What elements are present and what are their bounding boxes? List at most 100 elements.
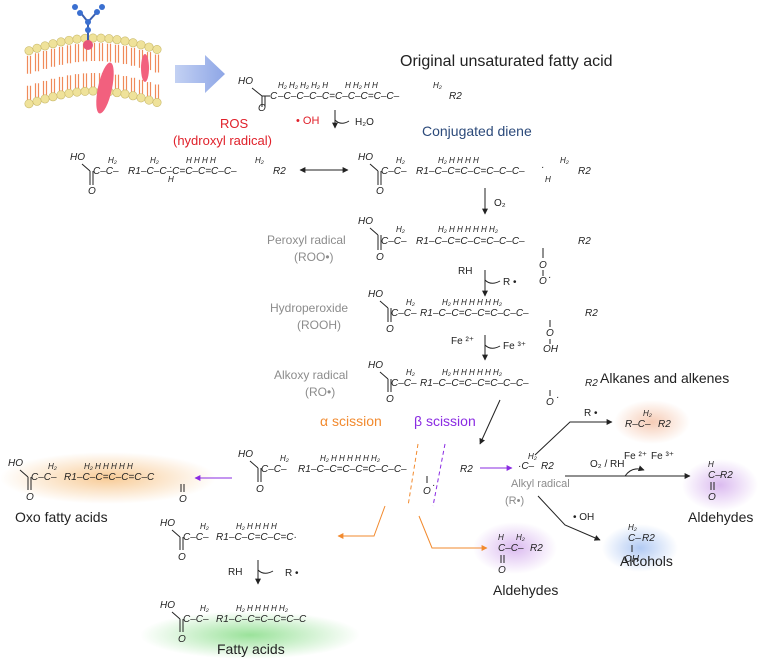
rh-label-1: RH — [458, 266, 472, 277]
cell-membrane-illustration — [24, 4, 162, 114]
svg-text:O: O — [539, 276, 547, 287]
svg-text:O: O — [546, 397, 554, 408]
svg-text:HO: HO — [238, 76, 253, 87]
svg-text:O: O — [539, 260, 547, 271]
original-fatty-acid: HO O C –C–C–C–C=C–C–C=C–C– H₂ H₂ H₂ H₂ H… — [238, 76, 462, 114]
svg-text:R1: R1 — [420, 308, 433, 319]
svg-text:R1: R1 — [216, 614, 229, 625]
fatty-acid-structure: HO O C–C– H₂ R1 –C–C=C–C=C–C H₂ H H H H … — [160, 600, 307, 645]
svg-text:H₂: H₂ — [560, 156, 569, 165]
oh-label-2: • OH — [573, 512, 594, 523]
svg-text:H₂: H₂ — [108, 156, 117, 165]
svg-text:·C–: ·C– — [518, 461, 535, 472]
svg-text:HO: HO — [368, 289, 383, 300]
svg-text:C–C–: C–C– — [261, 464, 287, 475]
svg-text:H: H — [498, 533, 504, 542]
svg-text:C–: C– — [628, 533, 641, 544]
peroxyl-structure: HO O C–C– H₂ R1 –C–C=C–C=C–C–C– H₂ H H H… — [358, 216, 591, 287]
alkoxy-label: Alkoxy radical — [274, 368, 348, 382]
svg-text:C–C–: C–C– — [183, 614, 209, 625]
oh-radical-label: • OH — [296, 115, 319, 127]
svg-text:H₂: H₂ — [406, 368, 415, 377]
fe2-label-2: Fe ²⁺ — [624, 451, 647, 462]
svg-text:O: O — [386, 324, 394, 335]
svg-text:R1: R1 — [416, 166, 429, 177]
hydroperoxide-structure: HO O C–C– H₂ R1 –C–C=C–C=C–C–C– H₂ H H H… — [368, 289, 598, 355]
svg-text:–C–C=C–C=C–C–C–: –C–C=C–C=C–C–C– — [432, 308, 529, 319]
o2rh-label: O₂ / RH — [590, 459, 624, 470]
svg-text:H₂: H₂ — [528, 452, 537, 461]
svg-text:R1: R1 — [216, 532, 229, 543]
svg-text:H₂: H₂ — [406, 298, 415, 307]
r-dot-label-1: R • — [503, 277, 517, 288]
svg-text:R–C–: R–C– — [625, 419, 651, 430]
peroxyl-sublabel: (ROO•) — [294, 250, 334, 264]
alkyl-sublabel: (R•) — [505, 495, 524, 507]
svg-text:C–C–: C–C– — [183, 532, 209, 543]
ros-sublabel: (hydroxyl radical) — [173, 133, 272, 148]
svg-text:H₂ H₂ H₂ H₂ H: H₂ H₂ H₂ H₂ H — [278, 81, 328, 90]
aldehyde-bottom-structure: H C–C– H₂ R2 O — [498, 533, 543, 576]
svg-text:HO: HO — [368, 360, 383, 371]
svg-text:O: O — [256, 484, 264, 495]
svg-text:R2: R2 — [530, 543, 543, 554]
rh-label-2: RH — [228, 567, 242, 578]
svg-text:R2: R2 — [720, 470, 733, 481]
hydroperoxide-label: Hydroperoxide — [270, 301, 348, 315]
alpha-scission-label: α scission — [320, 413, 382, 429]
alkyl-label: Alkyl radical — [511, 478, 570, 490]
svg-text:HO: HO — [160, 518, 175, 529]
svg-text:HO: HO — [8, 458, 23, 469]
svg-text:H₂: H₂ — [396, 225, 405, 234]
svg-text:·: · — [541, 162, 544, 173]
svg-text:–C–C=C–C=C·: –C–C=C–C=C· — [228, 532, 297, 543]
svg-text:H₂: H₂ — [643, 409, 652, 418]
svg-text:O: O — [376, 252, 384, 263]
svg-text:C–: C– — [708, 470, 721, 481]
fe2-label-1: Fe ²⁺ — [451, 336, 474, 347]
svg-text:H₂: H₂ — [516, 533, 525, 542]
central-chain: HO O C–C– H₂ R1 –C–C=C–C=C–C–C– H₂ H H H… — [238, 443, 473, 507]
svg-text:H₂: H₂ — [433, 81, 442, 90]
svg-text:–C–C–C–C=C–C–C=C–C–: –C–C–C–C=C–C–C=C–C– — [277, 91, 400, 102]
svg-text:O: O — [546, 328, 554, 339]
radical-left: HO O C–C– H₂ R1 –C–C–C=C–C=C–C– H₂ H H H… — [70, 152, 286, 197]
oxo-fatty-acid-structure: HO O C–C– H₂ R1 –C–C=C–C=C–C H₂ H H H H … — [8, 458, 187, 505]
svg-text:O: O — [386, 394, 394, 405]
svg-text:–C–C–C=C–C=C–C–: –C–C–C=C–C=C–C– — [140, 166, 237, 177]
svg-text:H₂ H H H H H: H₂ H H H H H — [84, 462, 133, 471]
svg-text:R1: R1 — [298, 464, 311, 475]
svg-text:H₂: H₂ — [628, 523, 637, 532]
svg-text:H₂ H H H H: H₂ H H H H — [236, 522, 277, 531]
svg-text:R2: R2 — [449, 91, 462, 102]
svg-text:O: O — [258, 103, 266, 114]
svg-text:OH: OH — [543, 344, 559, 355]
svg-text:H₂: H₂ — [255, 156, 264, 165]
beta-scission-label: β scission — [414, 413, 476, 429]
alkane-glow — [614, 400, 690, 444]
svg-text:·: · — [556, 392, 559, 403]
svg-text:–C–C=C–C=C–C–C–: –C–C=C–C=C–C–C– — [428, 166, 525, 177]
aldehyde-right-structure: H C– R2 O — [708, 460, 733, 503]
svg-text:HO: HO — [160, 600, 175, 611]
beta-cleavage-line — [432, 443, 446, 507]
conjugated-diene-title: Conjugated diene — [422, 123, 532, 139]
svg-text:H₂ H H H H H₂: H₂ H H H H H₂ — [236, 604, 288, 613]
svg-text:R2: R2 — [460, 464, 473, 475]
svg-text:H₂ H H H H H H₂: H₂ H H H H H H₂ — [442, 368, 502, 377]
svg-text:R2: R2 — [541, 461, 554, 472]
svg-text:HO: HO — [70, 152, 85, 163]
alkanes-title: Alkanes and alkenes — [600, 370, 729, 386]
svg-text:H₂ H H H H: H₂ H H H H — [438, 156, 479, 165]
svg-text:C–C–: C–C– — [391, 308, 417, 319]
svg-text:C–C–: C–C– — [391, 378, 417, 389]
svg-text:O: O — [88, 186, 96, 197]
svg-text:H: H — [168, 175, 174, 184]
alkoxy-structure: HO O C–C– H₂ R1 –C–C=C–C=C–C–C– H₂ H H H… — [368, 360, 598, 408]
alcohol-glow — [602, 524, 678, 572]
svg-text:–C–C=C–C=C–C: –C–C=C–C=C–C — [228, 614, 307, 625]
svg-text:H₂: H₂ — [150, 156, 159, 165]
svg-text:O: O — [178, 634, 186, 645]
r-dot-label-3: R • — [285, 568, 299, 579]
